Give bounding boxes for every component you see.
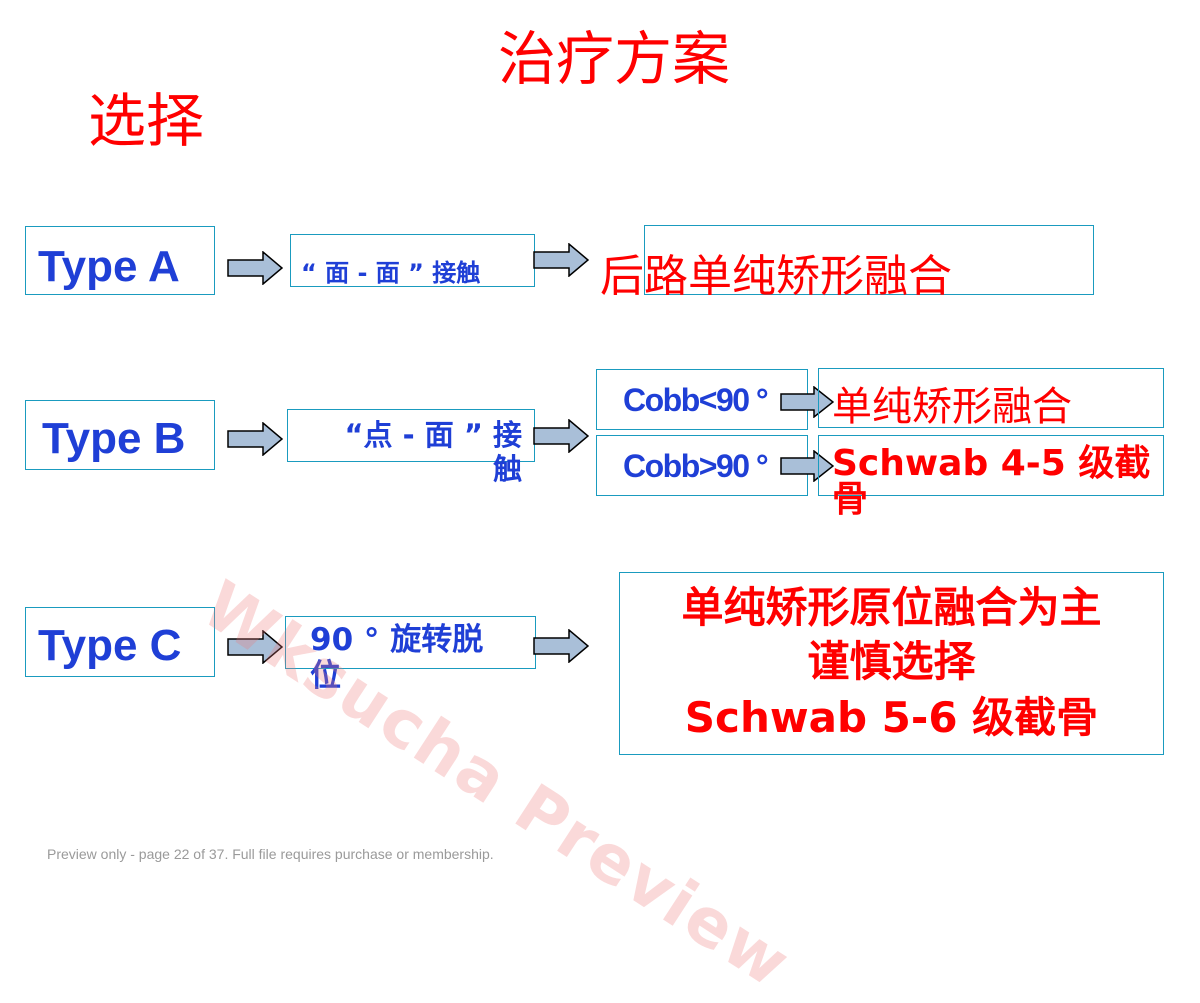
type-a-label: Type A — [38, 242, 180, 291]
type-b-contact-label: “点 - 面 ” 接触 — [344, 418, 522, 486]
arrow-right-icon — [227, 630, 283, 664]
page-title-continued: 选择 — [88, 87, 205, 155]
arrow-right-icon — [533, 629, 589, 663]
type-a-contact-box: “ 面 - 面 ” 接触 — [290, 234, 535, 287]
type-c-result-box: 单纯矫形原位融合为主 谨慎选择 Schwab 5-6 级截骨 — [619, 572, 1164, 755]
cobb-greater-than-90-box: Cobb>90 ° — [596, 435, 808, 496]
arrow-right-icon — [533, 419, 589, 453]
type-c-label: Type C — [38, 621, 182, 670]
preview-footer: Preview only - page 22 of 37. Full file … — [47, 846, 494, 862]
schwab-4-5-box — [818, 435, 1164, 496]
arrow-right-icon — [780, 386, 834, 418]
type-c-contact-label: 90 ° 旋转脱位 — [310, 622, 484, 694]
type-b-box: Type B — [25, 400, 215, 470]
arrow-right-icon — [227, 251, 283, 285]
simple-fusion-label: 单纯矫形融合 — [832, 384, 1072, 430]
simple-fusion-box — [818, 368, 1164, 428]
schwab-4-5-label: Schwab 4-5 级截骨 — [832, 443, 1151, 520]
cobb-less-than-90-box: Cobb<90 ° — [596, 369, 808, 430]
type-a-box: Type A — [25, 226, 215, 295]
type-c-result-line2: 谨慎选择 — [807, 637, 976, 686]
type-a-result-label: 后路单纯矫形融合 — [600, 251, 952, 302]
type-c-result-line3: Schwab 5-6 级截骨 — [684, 693, 1099, 742]
page-title: 治疗方案 — [498, 25, 731, 93]
type-a-contact-label: “ 面 - 面 ” 接触 — [301, 259, 481, 287]
arrow-right-icon — [533, 243, 589, 277]
type-a-result-box — [644, 225, 1094, 295]
cobb-greater-than-90-label: Cobb>90 ° — [623, 448, 769, 484]
type-c-result-line1: 单纯矫形原位融合为主 — [681, 583, 1102, 632]
arrow-right-icon — [780, 450, 834, 482]
arrow-right-icon — [227, 422, 283, 456]
type-b-label: Type B — [42, 414, 186, 463]
type-c-box: Type C — [25, 607, 215, 677]
cobb-less-than-90-label: Cobb<90 ° — [623, 382, 769, 418]
